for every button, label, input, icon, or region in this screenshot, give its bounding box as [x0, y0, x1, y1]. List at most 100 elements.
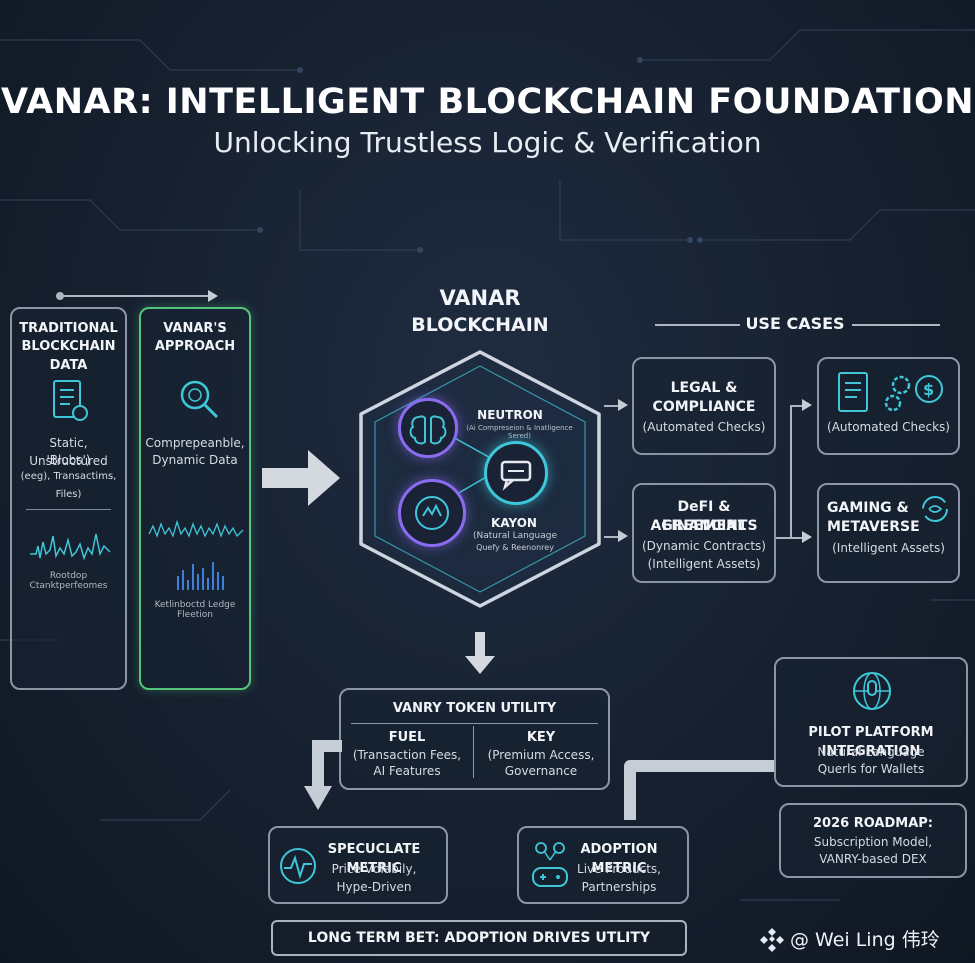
speculate-metric-panel: SPECUCLATE METRIC Price Vdlabily, Hype-D…	[268, 826, 448, 904]
key-sub1: (Premium Access,	[487, 748, 595, 762]
core-title-line2: BLOCKCHAIN	[411, 314, 549, 336]
neutron-brain-icon	[398, 398, 458, 458]
speculate-title: SPECUCLATE METRIC	[327, 842, 421, 876]
approach-chart-caption: Ketlinboctd Ledge Fleetion	[154, 600, 236, 620]
watermark-text: @ Wei Ling 伟玲	[790, 929, 940, 951]
traditional-divider	[26, 509, 111, 510]
connector-middle-vertical	[790, 405, 792, 537]
neutron-sub: (Ai Compreseion & Inatligence Sered)	[466, 424, 573, 440]
pilot-title: PILOT PLATFORM INTEGRATION	[808, 725, 934, 759]
globe-mic-icon	[853, 672, 891, 710]
key-label: KEY	[526, 730, 556, 745]
approach-title-line1: VANAR'S	[163, 321, 227, 336]
gamepad-cycle-icon	[922, 496, 948, 522]
magnifier-brain-icon	[180, 380, 219, 419]
gamepad-network-icon	[532, 842, 568, 887]
approach-desc-line1: Comprepeanble,	[145, 436, 245, 450]
kayon-sub1: (Natural Language	[473, 531, 557, 541]
traditional-chart-caption: Rootdop Ctanktperfeomes	[29, 571, 108, 591]
pilot-platform-panel: PILOT PLATFORM INTEGRATION Natural Langu…	[774, 657, 968, 787]
pilot-sub1: Natural Language	[817, 745, 925, 759]
speculate-sub1: Price Vdlabily,	[331, 862, 417, 876]
connector-gaming-head	[802, 531, 812, 543]
adoption-sub2: Partnerships	[581, 880, 657, 894]
token-title-rule	[351, 723, 598, 724]
chat-bubble-icon	[484, 441, 548, 505]
roadmap-panel: 2026 ROADMAP: Subscription Model, VANRY-…	[779, 803, 967, 878]
token-utility-panel: VANRY TOKEN UTILITY FUEL (Transaction Fe…	[339, 688, 610, 790]
adoption-title: ADOPTION METRIC	[580, 842, 658, 876]
kayon-engine-icon	[398, 479, 466, 547]
roadmap-title: 2026 ROADMAP:	[813, 816, 933, 831]
approach-bar-visual	[148, 519, 244, 590]
use-cases-rule-left	[655, 324, 740, 326]
vanar-approach-panel: VANAR'S APPROACH Comprepeanble, Dynamic …	[139, 307, 251, 690]
gaming-line2: METAVERSE	[827, 519, 920, 535]
roadmap-sub1: Subscription Model,	[813, 835, 933, 849]
fuel-sub1: (Transaction Fees,	[352, 748, 462, 762]
fuel-sub2: AI Features	[373, 764, 441, 778]
legal-line2: COMPLIANCE	[652, 399, 756, 415]
document-icon	[53, 380, 88, 421]
kayon-label: KAYON	[491, 516, 537, 530]
traditional-desc-line2: 'Blobs')	[46, 453, 91, 467]
speculate-sub2: Hype-Driven	[336, 880, 412, 894]
core-down-arrow	[465, 632, 495, 674]
neutron-label: NEUTRON	[477, 408, 543, 422]
legal-line1: LEGAL &	[670, 380, 738, 396]
gaming-line1: GAMING &	[827, 500, 909, 516]
adoption-sub1: Live Products,	[577, 862, 661, 876]
defi-sub2: (Intelligent Assets)	[647, 557, 761, 571]
use-case-automated: $ (Automated Checks)	[817, 357, 960, 455]
traditional-title-line1: TRADITIONAL	[19, 321, 118, 336]
bottom-banner: LONG TERM BET: ADOPTION DRIVES UTLITY	[271, 920, 687, 956]
approach-desc-line2: Dynamic Data	[152, 453, 238, 467]
bottom-banner-text: LONG TERM BET: ADOPTION DRIVES UTLITY	[307, 930, 651, 946]
pilot-sub2: Querls for Wallets	[817, 762, 925, 776]
connector-legal	[604, 405, 620, 407]
connector-automated-head	[802, 399, 812, 411]
connector-defi-head	[618, 530, 628, 542]
traditional-title-line2: BLOCKCHAIN DATA	[21, 339, 116, 373]
diamond-logo-icon	[760, 928, 784, 952]
svg-text:$: $	[923, 380, 934, 399]
traditional-desc-line1: Static, Unstructured	[29, 436, 108, 468]
approach-title-line2: APPROACH	[154, 339, 236, 354]
key-sub2: Governance	[504, 764, 578, 778]
use-case-defi: DeFI & FINANCIAL AGREEMENTS (Dynamic Con…	[632, 483, 776, 583]
gaming-sub: (Intelligent Assets)	[832, 541, 945, 555]
use-case-gaming: GAMING & METAVERSE (Intelligent Assets)	[817, 483, 960, 583]
use-case-legal: LEGAL & COMPLIANCE (Automated Checks)	[632, 357, 776, 455]
roadmap-sub2: VANRY-based DEX	[819, 852, 927, 866]
top-flow-arrow-head	[208, 290, 218, 302]
vanar-core-hexagon	[359, 350, 601, 608]
page-title: VANAR: INTELLIGENT BLOCKCHAIN FOUNDATION	[0, 82, 975, 122]
adoption-to-pilot-pipe	[624, 760, 776, 820]
traditional-data-panel: TRADITIONAL BLOCKCHAIN DATA Static, Unst…	[10, 307, 127, 690]
core-title-line1: VANAR	[439, 286, 521, 310]
connector-to-gaming	[775, 537, 804, 539]
traditional-waveform	[30, 533, 111, 561]
automated-sub: (Automated Checks)	[827, 420, 950, 434]
top-flow-arrow-dot	[56, 292, 64, 300]
document-gear-dollar-icon: $	[838, 372, 943, 412]
use-cases-heading: USE CASES	[745, 314, 845, 333]
kayon-sub2: Quefy & Reenonrey	[476, 543, 554, 552]
connector-defi	[604, 536, 620, 538]
legal-sub: (Automated Checks)	[642, 420, 766, 434]
page-subtitle: Unlocking Trustless Logic & Verification	[213, 126, 762, 159]
top-flow-arrow-line	[60, 295, 210, 297]
pulse-icon	[280, 848, 316, 884]
connector-to-automated	[790, 405, 804, 407]
fuel-label: FUEL	[388, 730, 426, 745]
token-title: VANRY TOKEN UTILITY	[392, 701, 557, 716]
traditional-desc-line3: (eeg), Transactims, Files)	[20, 471, 117, 500]
token-col-divider	[473, 726, 474, 778]
big-right-arrow	[262, 450, 340, 506]
token-to-speculate-arrow	[304, 740, 342, 810]
adoption-metric-panel: ADOPTION METRIC Live Products, Partnersh…	[517, 826, 689, 904]
connector-legal-head	[618, 399, 628, 411]
use-cases-rule-right	[852, 324, 940, 326]
defi-line2: AGREEMENTS	[650, 518, 758, 534]
